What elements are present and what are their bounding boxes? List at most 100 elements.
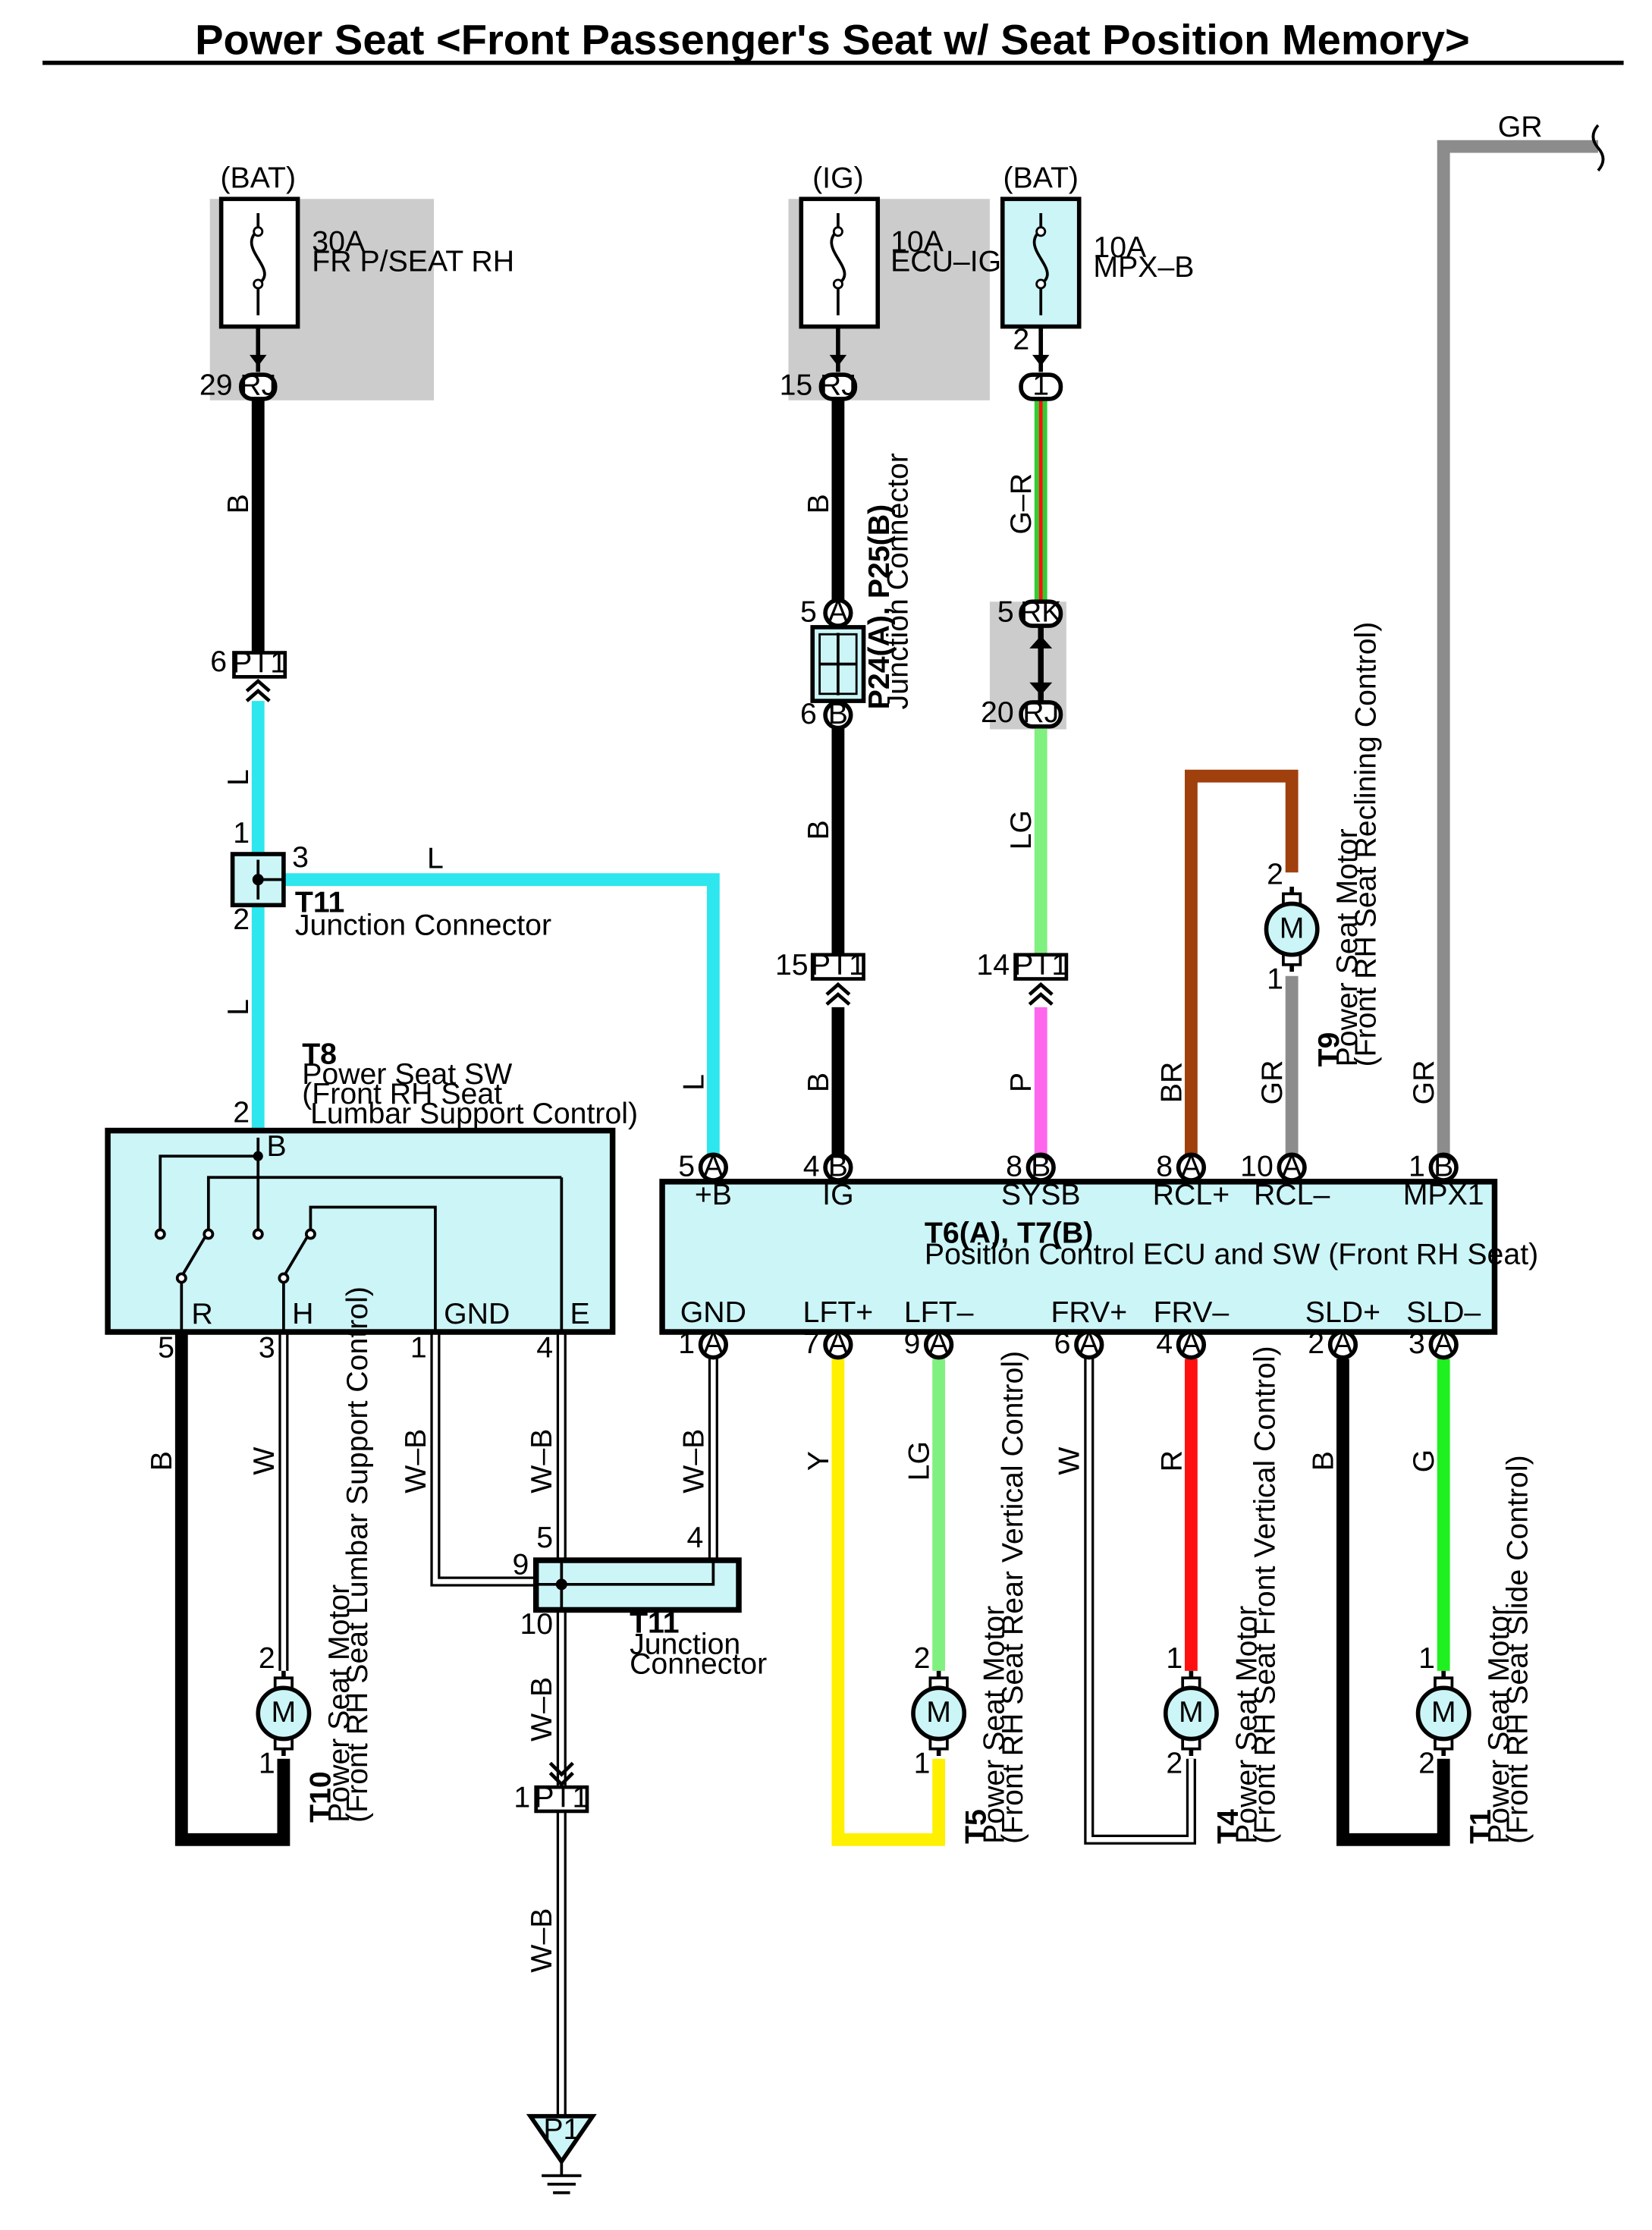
motor-pin-bottom: 1 [914,1746,931,1779]
fuse-3-dot-top [1035,226,1047,237]
motor-icon [1163,1685,1219,1742]
wire-label-t10-h: W [247,1447,281,1475]
motor-symbol: M [272,1695,297,1729]
motor-pin-top: 2 [1267,857,1283,890]
fuse-1-name: FR P/SEAT RH [312,245,514,278]
ecu-bottom-term-5: SLD+ [1305,1296,1380,1329]
wire-label-t8-e: W–B [525,1429,558,1493]
wires [174,124,1605,2128]
fuse-3-rating: 10A [1093,231,1147,264]
pt1-connector-b: 15 PT1 [775,948,865,1006]
fuse-2-rating: 10A [890,225,944,258]
t11-upper-label: Junction Connector [295,909,551,942]
p24-code: P24(A), P25(B) [862,504,896,709]
fuse-3: (BAT) 10A MPX–B 2 1 [1000,161,1194,401]
wire-label-ecu-gnd: W–B [677,1429,710,1493]
t11-upper-pin-3: 3 [292,840,309,874]
wire-label-t10-r: B [145,1451,178,1471]
ecu-bottom-pin-5: 2 [1308,1327,1324,1360]
ecu-bottom-conn-1: A [828,1327,849,1360]
motor-pin-bottom: 2 [1418,1746,1435,1779]
t11-lower-pin-9: 9 [512,1548,529,1581]
ecu-bottom-conn-2: A [929,1327,950,1360]
ecu-bottom-terminal-1 [823,1330,853,1360]
ecu-bottom-pin-1: 7 [803,1327,820,1360]
ecu-bottom-conn-0: A [703,1327,724,1360]
pt1-b-box [810,953,865,981]
ecu-bottom-conn-5: A [1333,1327,1353,1360]
wire-label-mpx1-top: GR [1498,110,1543,143]
t8-desc-3: Lumbar Support Control) [302,1097,638,1130]
t8-body [105,1127,616,1335]
ecu-top-pin-1: 4 [803,1149,820,1183]
fuse-2-connector [818,372,858,401]
motor-pin-bottom: 2 [1166,1746,1182,1779]
wire-label-rcl-plus: BR [1154,1062,1188,1104]
pt1-d-chevron-icon [548,1761,574,1787]
motor-icon [256,1685,312,1742]
t8-desc-1: Power Seat SW [302,1057,512,1091]
motor-desc-1: Power Seat Motor [978,1606,1011,1844]
ecu-bottom-term-0: GND [680,1296,746,1329]
fuse-1-connector-label: RJ [240,368,276,401]
wire-label-mpx-middle: LG [1004,810,1038,850]
p24-bottom-letter: B [828,697,848,730]
t11-upper-pin-1: 1 [233,816,250,850]
ground-triangle [526,2114,597,2166]
p24-junction-connector: 5 A 6 B P24(A), P25(B) Junction Connecto… [800,453,914,730]
fuse-3-name: MPX–B [1093,250,1194,284]
motor-code: T4 [1211,1809,1245,1844]
wire-break-mark [1591,124,1605,172]
ecu-bottom-pin-3: 6 [1054,1327,1071,1360]
rk-rj-connectors: 5 RK 20 RJ [981,595,1063,729]
ecu-bottom-conn-4: A [1181,1327,1201,1360]
wire-label-rcl-minus: GR [1255,1060,1289,1105]
fuse-2-source: (IG) [812,161,864,194]
t8-pin-3: 3 [259,1331,275,1365]
rj-label: RJ [1022,696,1059,729]
ecu-top-pin-5: 1 [1409,1149,1425,1183]
motor-code: T9 [1312,1032,1346,1067]
rj-pin: 20 [981,696,1014,729]
t11-lower-label-1: Junction [630,1627,740,1660]
wire-label-t8-gnd: W–B [399,1429,432,1493]
wire-label-frv-minus: R [1154,1450,1188,1471]
motor-icon [911,1685,967,1742]
motor-pin-top: 1 [1166,1641,1182,1675]
t8-pin-4: 4 [536,1331,553,1365]
motor-desc-2: (Front RH Seat Front Vertical Control) [1248,1346,1282,1844]
t8-code: T8 [302,1038,337,1071]
ecu-bottom-pin-4: 4 [1156,1327,1173,1360]
ecu-top-pin-3: 8 [1156,1149,1173,1183]
ecu-bottom-terminal-6 [1428,1330,1459,1360]
fuse-1-rating: 30A [312,225,366,258]
wire-label-mpx1: GR [1407,1060,1440,1105]
ecu-top-terminal-2 [1025,1152,1056,1183]
pt1-a-box [232,651,287,679]
t11-lower-code: T11 [630,1606,679,1639]
ecu-top-conn-2: B [1031,1149,1051,1183]
t8-node [253,1151,263,1161]
wire-label-ig-middle: B [802,820,835,840]
ecu-top-terminal-1 [823,1152,853,1183]
wire-label-sld-plus: B [1306,1451,1340,1471]
pt1-c-box [1013,953,1069,981]
p24-bottom-terminal [823,700,853,730]
wire-label-ground-lower: W–B [525,1908,558,1973]
motor-desc-2: (Front RH Seat Reclining Control) [1349,622,1382,1067]
t8-term-e: E [570,1297,590,1330]
fuse-2-dot-top [832,226,843,237]
t11-upper-pin-2: 2 [233,903,250,936]
pt1-connector-d: 1 PT1 [514,1761,589,1814]
ecu-bottom-terminal-3 [1074,1330,1104,1360]
t11-upper-junction: 1 3 2 T11 Junction Connector [230,816,551,942]
ecu-top-pin-0: 5 [678,1149,695,1183]
motor-pin-bottom: 1 [259,1746,275,1779]
ecu-top-term-5: MPX1 [1403,1178,1484,1211]
wire-label-fuse1: B [221,494,255,514]
rk-rj-arrows-icon [1029,636,1053,696]
wire-label-frv-plus: W [1053,1447,1086,1475]
wire-label-ig-lower: B [802,1073,835,1092]
